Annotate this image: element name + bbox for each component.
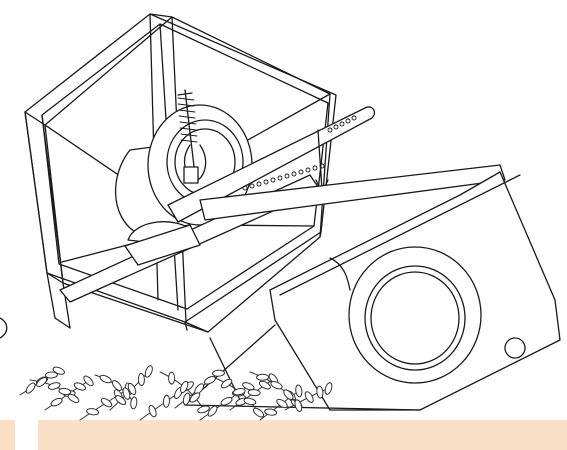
plant-leaf — [47, 382, 61, 390]
plant-leaf — [122, 387, 131, 400]
plant-leaf — [197, 405, 210, 414]
plant-leaf — [324, 382, 333, 395]
plant-leaf — [162, 394, 171, 408]
plant-leaf — [256, 373, 270, 381]
plant-leaf — [203, 375, 216, 385]
plant-leaf — [168, 371, 176, 385]
plant-leaf — [115, 395, 127, 406]
plant-leaf — [295, 384, 303, 398]
plant-leaf — [243, 397, 257, 406]
plant-leaf — [137, 373, 145, 386]
plant-leaf — [44, 371, 58, 379]
plant-leaf — [182, 392, 191, 406]
edge-arc — [0, 317, 8, 339]
plant-leaf — [148, 404, 157, 418]
plant-leaf — [258, 380, 271, 390]
plant-leaf — [220, 397, 233, 406]
plant-leaf — [111, 380, 123, 391]
plant-leaf — [189, 392, 201, 403]
plant-leaf — [83, 375, 94, 387]
plant-leaf — [99, 374, 112, 384]
plant-leaf — [232, 388, 246, 396]
plant-leaf — [247, 389, 261, 397]
spring — [177, 89, 207, 184]
plant-leaf — [264, 408, 278, 416]
plant-leaf — [130, 396, 138, 410]
plant-leaf — [316, 385, 324, 399]
side-wheel — [504, 337, 526, 359]
plant-leaf — [294, 399, 303, 412]
handle-bar — [167, 106, 376, 223]
plant-leaf — [283, 389, 294, 401]
plant-leaf — [67, 393, 80, 403]
plant-leaf — [58, 387, 72, 396]
ground-band-main — [38, 420, 567, 450]
lower-beam — [59, 163, 506, 303]
rotor-wheel — [348, 246, 482, 384]
plant-leaf — [220, 378, 233, 389]
plant-leaf — [50, 397, 63, 407]
plant-leaf — [86, 408, 100, 416]
plant-leaf — [242, 382, 255, 391]
plant-leaf — [100, 397, 113, 408]
plant-leaf — [180, 380, 189, 394]
plant-leaf — [52, 366, 65, 375]
plant-leaf — [207, 405, 218, 417]
plant-leaf — [270, 381, 283, 390]
plant-leaf — [212, 369, 225, 377]
ground-band-left — [0, 420, 15, 450]
plant-leaf — [304, 391, 314, 403]
vegetation — [19, 365, 333, 421]
plant-leaf — [25, 382, 36, 394]
plant-leaf — [144, 365, 153, 378]
plant-leaf — [73, 382, 87, 391]
plant-leaf — [252, 407, 265, 418]
plant-leaf — [127, 382, 137, 396]
plant-leaf — [276, 398, 288, 409]
plant-leaf — [36, 377, 48, 388]
